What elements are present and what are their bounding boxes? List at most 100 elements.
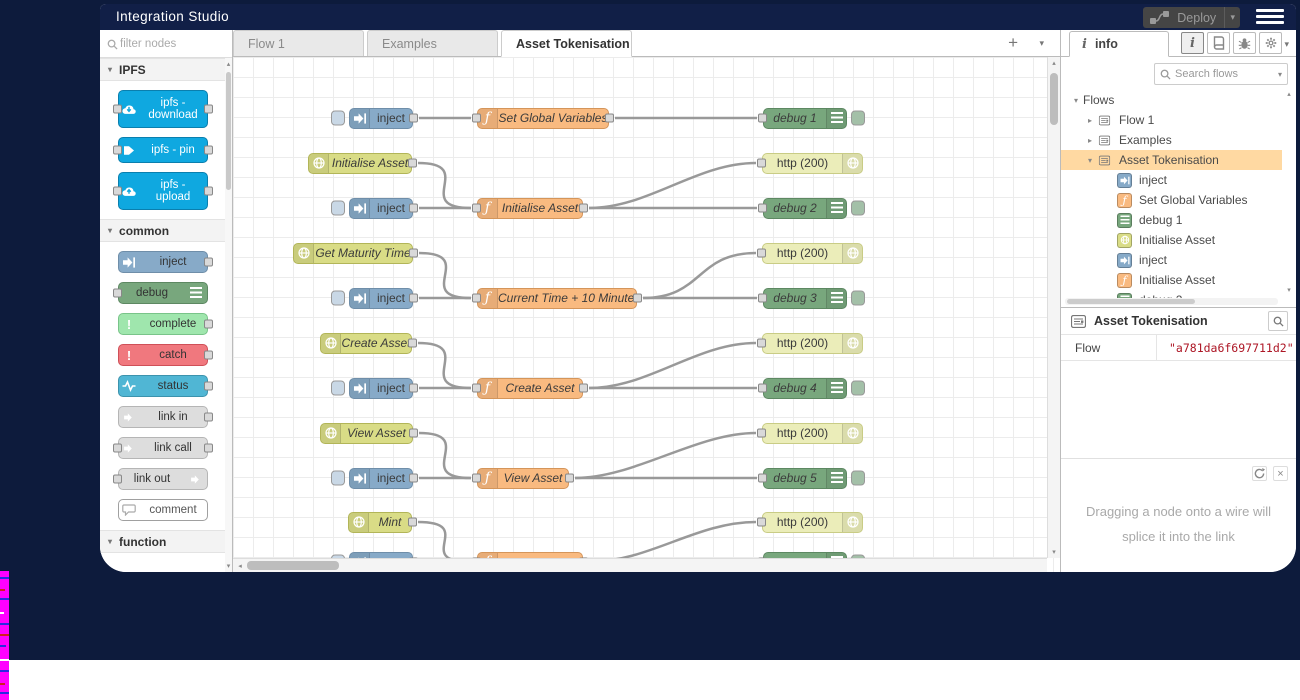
palette-scrollbar[interactable]: ▴ ▾ [225,58,232,572]
tab-flow-1[interactable]: Flow 1 [233,30,364,56]
canvas-node-debug-3[interactable]: debug 3 [758,287,865,309]
tab-info[interactable]: i info [1069,31,1169,57]
deploy-button[interactable]: Deploy ▾ [1143,7,1240,28]
scrollbar-thumb[interactable] [1067,299,1195,304]
wire-mint_in-to-mint_fn[interactable] [417,520,472,564]
canvas-node-inject[interactable]: inject [331,377,418,399]
scroll-up-arrow[interactable]: ▴ [1287,91,1291,98]
node-port-in[interactable] [112,186,122,196]
settings-button[interactable] [1259,32,1282,54]
node-port-out[interactable] [409,473,418,483]
inject-trigger-button[interactable] [331,380,345,396]
canvas-node-view-asset[interactable]: View Asset [320,422,418,444]
info-panel-button[interactable]: i [1181,32,1204,54]
node-port-out[interactable] [605,113,614,123]
node-port-out[interactable] [409,383,418,393]
wire-create_in-to-create_fn[interactable] [417,341,472,390]
canvas-node-get-maturity-time[interactable]: Get Maturity Time [293,242,418,264]
flow-list-caret[interactable]: ▾ [1039,38,1044,48]
palette-node-complete[interactable]: !complete [117,313,213,335]
canvas-node-http-200[interactable]: http (200) [757,422,863,444]
palette-node-debug[interactable]: debug [112,282,208,304]
node-port-in[interactable] [758,473,767,483]
tree-item-debug-1[interactable]: debug 1 [1061,210,1282,230]
node-port-out[interactable] [203,104,213,114]
tab-asset-tokenisation[interactable]: Asset Tokenisation [501,30,632,57]
node-port-in[interactable] [472,203,481,213]
canvas-node-debug-1[interactable]: debug 1 [758,107,865,129]
node-port-out[interactable] [203,257,213,267]
wire-mat_in-to-time_fn[interactable] [418,251,472,300]
canvas-node-http-200[interactable]: http (200) [757,332,863,354]
node-port-in[interactable] [112,145,122,155]
debug-toggle-button[interactable] [851,110,865,126]
chevron-down-icon[interactable]: ▾ [1087,155,1092,165]
node-port-in[interactable] [112,104,122,114]
node-port-out[interactable] [408,158,417,168]
tree-item-initialise-asset[interactable]: Initialise Asset [1061,230,1282,250]
canvas-node-initialise-asset[interactable]: Initialise Asset [308,152,417,174]
palette-node-ipfs-pin[interactable]: ipfs - pin [112,137,213,163]
search-flows-input[interactable] [1175,65,1267,83]
node-port-in[interactable] [758,113,767,123]
scrollbar-thumb[interactable] [1050,73,1058,125]
node-port-in[interactable] [112,443,122,453]
tree-item-inject[interactable]: inject [1061,170,1282,190]
wire-create_fn-to-http4[interactable] [588,341,757,390]
debug-toggle-button[interactable] [851,380,865,396]
canvas-node-debug-2[interactable]: debug 2 [758,197,865,219]
debug-messages-button[interactable] [1233,32,1256,54]
help-book-button[interactable] [1207,32,1230,54]
node-port-out[interactable] [203,350,213,360]
node-port-out[interactable] [579,203,588,213]
node-port-out[interactable] [409,248,418,258]
palette-node-ipfs-download[interactable]: ipfs - download [112,90,213,128]
scroll-left-arrow[interactable]: ◂ [238,563,242,570]
canvas-node-inject[interactable]: inject [331,467,418,489]
scroll-down-arrow[interactable]: ▾ [1287,287,1291,294]
node-port-out[interactable] [409,203,418,213]
node-port-out[interactable] [409,428,418,438]
node-port-in[interactable] [757,517,766,527]
node-port-out[interactable] [565,473,574,483]
node-port-out[interactable] [203,186,213,196]
palette-node-link-out[interactable]: link out [112,468,208,490]
search-in-panel-button[interactable] [1268,311,1288,331]
node-port-in[interactable] [757,248,766,258]
palette-node-link-call[interactable]: link call [112,437,213,459]
node-port-in[interactable] [757,338,766,348]
scroll-down-arrow[interactable]: ▾ [1052,549,1056,556]
tree-item-asset-tokenisation[interactable]: ▾Asset Tokenisation [1061,150,1282,170]
tree-item-inject[interactable]: inject [1061,250,1282,270]
debug-toggle-button[interactable] [851,290,865,306]
palette-section-common[interactable]: ▾common [100,219,225,242]
canvas-node-http-200[interactable]: http (200) [757,511,863,533]
node-port-in[interactable] [757,428,766,438]
palette-node-link-in[interactable]: link in [117,406,213,428]
deploy-options-caret[interactable]: ▾ [1224,7,1240,28]
palette-section-function[interactable]: ▾function [100,530,225,553]
canvas-node-http-200[interactable]: http (200) [757,242,863,264]
node-port-in[interactable] [472,473,481,483]
node-port-in[interactable] [472,383,481,393]
inject-trigger-button[interactable] [331,290,345,306]
tree-item-flows[interactable]: ▾Flows [1061,90,1282,110]
node-port-out[interactable] [408,517,417,527]
node-port-out[interactable] [203,412,213,422]
chevron-right-icon[interactable]: ▸ [1087,115,1092,125]
node-port-in[interactable] [472,113,481,123]
canvas-node-inject[interactable]: inject [331,107,418,129]
filter-nodes-input[interactable] [120,33,220,54]
node-port-out[interactable] [203,319,213,329]
wire-time_fn-to-http3[interactable] [642,251,757,300]
hamburger-menu-icon[interactable] [1256,9,1284,26]
tree-item-flow-1[interactable]: ▸Flow 1 [1061,110,1282,130]
canvas-node-debug-4[interactable]: debug 4 [758,377,865,399]
refresh-tip-button[interactable] [1252,466,1267,481]
